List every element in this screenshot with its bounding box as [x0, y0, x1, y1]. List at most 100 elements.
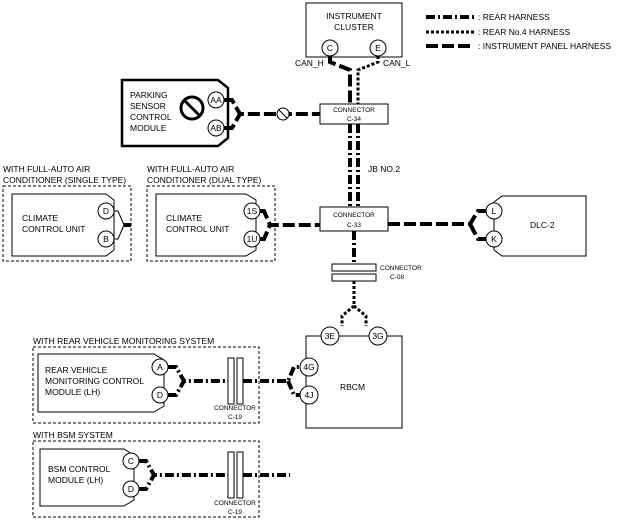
bsm-box — [39, 448, 135, 507]
pin-a-label: A — [157, 362, 163, 372]
connector-c33-label-1: CONNECTOR — [333, 212, 375, 219]
dlc-2-label: DLC-2 — [530, 220, 555, 230]
wire-c19a-4j — [286, 380, 300, 397]
twisted-pair-icon — [276, 107, 290, 121]
prohibited-icon — [179, 95, 205, 121]
rear-monitoring-box — [37, 353, 165, 413]
connector-c33: CONNECTOR C-33 — [319, 206, 389, 232]
can-l-label: CAN_L — [383, 58, 411, 68]
parking-sensor-module: PARKING SENSOR CONTROL MODULE AA AB — [120, 78, 230, 148]
climate-dual-label-2: CONTROL UNIT — [166, 224, 229, 234]
rear-monitoring-label-2: MONITORING CONTROL — [45, 376, 144, 386]
dlc-2-box — [493, 195, 587, 257]
connector-c19a-label-1: CONNECTOR — [214, 405, 256, 412]
pin-d-label: D — [103, 206, 109, 216]
rear-monitoring-label-1: REAR VEHICLE — [45, 365, 108, 375]
wire-climate-dual-1s — [260, 209, 320, 227]
connector-c19b-label-2: C-19 — [228, 509, 242, 516]
pin-3e-label: 3E — [325, 331, 336, 341]
climate-single-group-label-1: WITH FULL-AUTO AIR — [3, 164, 90, 174]
wire-c19a-4g — [243, 365, 300, 383]
wire-bsm-d — [139, 474, 156, 491]
climate-dual-group-label-1: WITH FULL-AUTO AIR — [147, 164, 234, 174]
pin-4j-label: 4J — [305, 390, 314, 400]
connector-c08-top — [331, 263, 377, 272]
pin-c-label: C — [327, 43, 333, 53]
bsm-group: WITH BSM SYSTEM BSM CONTROL MODULE (LH) … — [32, 430, 260, 518]
climate-single-label-2: CONTROL UNIT — [22, 224, 85, 234]
legend: : REAR HARNESS : REAR No.4 HARNESS : INS… — [426, 12, 611, 51]
rear-monitoring-group-label: WITH REAR VEHICLE MONITORING SYSTEM — [33, 336, 214, 346]
pin-3g-label: 3G — [372, 331, 383, 341]
instrument-cluster-label-2: CLUSTER — [334, 22, 374, 32]
legend-ip-label: : INSTRUMENT PANEL HARNESS — [478, 41, 611, 51]
climate-dual-box — [155, 193, 257, 257]
wire-bsm-c — [139, 459, 228, 477]
pin-l-label: L — [492, 206, 497, 216]
wire-climate-dual-1u — [260, 224, 272, 241]
connector-c08-label-2: C-08 — [390, 274, 404, 281]
climate-single-box — [11, 193, 115, 257]
climate-dual-label-1: CLIMATE — [166, 213, 203, 223]
rear-monitoring-label-3: MODULE (LH) — [45, 387, 100, 397]
pin-d-label-bsm: D — [128, 484, 134, 494]
bsm-dashed-box — [32, 440, 260, 518]
pin-3e-circle — [320, 326, 340, 346]
wire-c08-3g — [353, 304, 368, 326]
pin-c-label-bsm: C — [128, 456, 134, 466]
connector-c19a: CONNECTOR C-19 — [214, 357, 256, 421]
pin-3g-circle — [368, 326, 388, 346]
connector-c34-box — [319, 103, 389, 125]
wire-c08-3e — [340, 281, 356, 326]
pin-k-label: K — [491, 234, 497, 244]
bsm-label-2: MODULE (LH) — [48, 475, 103, 485]
parking-sensor-label-3: CONTROL — [130, 112, 172, 122]
climate-dual-group-label-2: CONDITIONER (DUAL TYPE) — [147, 175, 261, 185]
parking-sensor-label-1: PARKING — [130, 90, 168, 100]
connector-c19a-right — [236, 357, 244, 405]
connector-c19a-label-2: C-19 — [228, 414, 242, 421]
wire-dlc-l — [388, 209, 486, 226]
parking-sensor-label-2: SENSOR — [130, 101, 166, 111]
pin-1s-label: 1S — [247, 206, 258, 216]
connector-c34-label-1: CONNECTOR — [333, 107, 375, 114]
pin-4g-label: 4G — [303, 362, 314, 372]
climate-single-group-label-2: CONDITIONER (SINGLE TYPE) — [3, 175, 126, 185]
connector-c33-label-2: C-33 — [347, 222, 361, 229]
wire-parking-ab — [224, 113, 242, 130]
connector-c08-bottom — [331, 273, 377, 282]
connector-c08: CONNECTOR C-08 — [331, 263, 422, 282]
connector-c34-label-2: C-34 — [347, 116, 361, 123]
bsm-group-label: WITH BSM SYSTEM — [33, 430, 113, 440]
rear-monitoring-dashed-box — [32, 346, 260, 424]
climate-single-label-1: CLIMATE — [22, 213, 59, 223]
instrument-cluster-label-1: INSTRUMENT — [326, 11, 382, 21]
pin-ab-label: AB — [210, 123, 222, 133]
wire-dlc-k — [468, 223, 486, 241]
connector-c19b-label-1: CONNECTOR — [214, 500, 256, 507]
rear-monitoring-group: WITH REAR VEHICLE MONITORING SYSTEM REAR… — [32, 336, 260, 424]
connector-c19b-right — [236, 451, 244, 499]
wire-rear-d — [168, 380, 186, 397]
wire-cluster-can-l — [356, 56, 380, 104]
climate-dual-group: WITH FULL-AUTO AIR CONDITIONER (DUAL TYP… — [146, 164, 276, 262]
jb-label: JB NO.2 — [368, 164, 400, 174]
bsm-label-1: BSM CONTROL — [48, 464, 111, 474]
rbcm-box — [305, 335, 403, 429]
legend-no4-label: : REAR No.4 HARNESS — [478, 27, 570, 37]
connector-c08-label-1: CONNECTOR — [380, 265, 422, 272]
pin-e-label: E — [375, 43, 381, 53]
wire-parking-aa — [224, 98, 320, 116]
parking-sensor-box — [120, 78, 230, 148]
connector-c19b: CONNECTOR C-19 — [214, 451, 256, 516]
pin-d-label-rear: D — [157, 390, 163, 400]
connector-c33-box — [319, 206, 389, 232]
wire-cluster-can-h — [328, 56, 352, 104]
climate-single-group: WITH FULL-AUTO AIR CONDITIONER (SINGLE T… — [2, 164, 132, 262]
connector-c19b-left — [227, 451, 235, 499]
pin-1u-label: 1U — [247, 234, 258, 244]
can-h-label: CAN_H — [295, 58, 324, 68]
legend-rear-label: : REAR HARNESS — [478, 12, 550, 22]
connector-c34: CONNECTOR C-34 — [319, 103, 389, 125]
